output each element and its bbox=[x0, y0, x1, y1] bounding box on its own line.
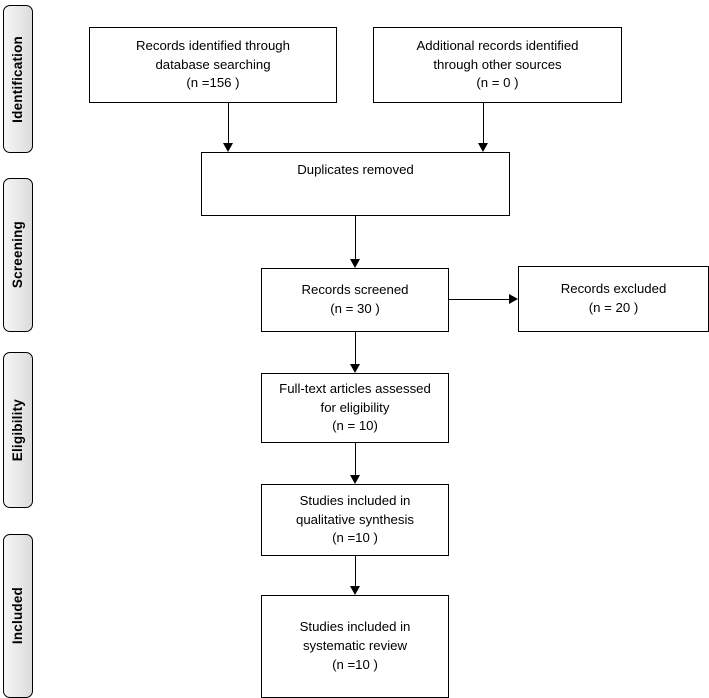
arrow-fulltext-to-qualitative bbox=[350, 475, 360, 484]
records-excluded-box: Records excluded (n = 20 ) bbox=[518, 266, 709, 332]
arrow-additional-to-duplicates bbox=[478, 143, 488, 152]
connector-screened-to-excluded bbox=[449, 299, 509, 300]
box-text: Full-text articles assessed for eligibil… bbox=[279, 380, 431, 434]
stage-tab-screening: Screening bbox=[3, 178, 33, 332]
arrow-screened-to-excluded bbox=[509, 294, 518, 304]
records-screened-box: Records screened (n = 30 ) bbox=[261, 268, 449, 332]
records-identified-box: Records identified through database sear… bbox=[89, 27, 337, 103]
connector-screened-to-fulltext bbox=[355, 332, 356, 364]
arrow-duplicates-to-screened bbox=[350, 259, 360, 268]
stage-tab-eligibility: Eligibility bbox=[3, 352, 33, 508]
connector-fulltext-to-qualitative bbox=[355, 443, 356, 475]
box-text: Studies included in qualitative synthesi… bbox=[295, 492, 415, 546]
arrow-identified-to-duplicates bbox=[223, 143, 233, 152]
box-text: Records identified through database sear… bbox=[136, 37, 290, 91]
box-text: Duplicates removed bbox=[297, 162, 414, 177]
additional-records-box: Additional records identified through ot… bbox=[373, 27, 622, 103]
stage-tab-label: Screening bbox=[10, 221, 26, 289]
connector-duplicates-to-screened bbox=[355, 216, 356, 259]
box-text: Records excluded (n = 20 ) bbox=[560, 281, 667, 315]
connector-identified-to-duplicates bbox=[228, 103, 229, 143]
stage-tab-label: Eligibility bbox=[10, 398, 26, 462]
arrow-qualitative-to-review bbox=[350, 586, 360, 595]
systematic-review-box: Studies included in systematic review (n… bbox=[261, 595, 449, 698]
connector-additional-to-duplicates bbox=[483, 103, 484, 143]
connector-qualitative-to-review bbox=[355, 556, 356, 586]
box-text: Studies included in systematic review (n… bbox=[299, 619, 411, 672]
qualitative-synthesis-box: Studies included in qualitative synthesi… bbox=[261, 484, 449, 556]
stage-tab-included: Included bbox=[3, 534, 33, 698]
box-text: Additional records identified through ot… bbox=[416, 37, 579, 91]
arrow-screened-to-fulltext bbox=[350, 364, 360, 373]
full-text-assessed-box: Full-text articles assessed for eligibil… bbox=[261, 373, 449, 443]
duplicates-removed-box: Duplicates removed bbox=[201, 152, 510, 216]
stage-tab-identification: Identification bbox=[3, 5, 33, 153]
stage-tab-label: Included bbox=[10, 587, 26, 645]
box-text: Records screened (n = 30 ) bbox=[301, 282, 409, 316]
stage-tab-label: Identification bbox=[10, 35, 26, 123]
